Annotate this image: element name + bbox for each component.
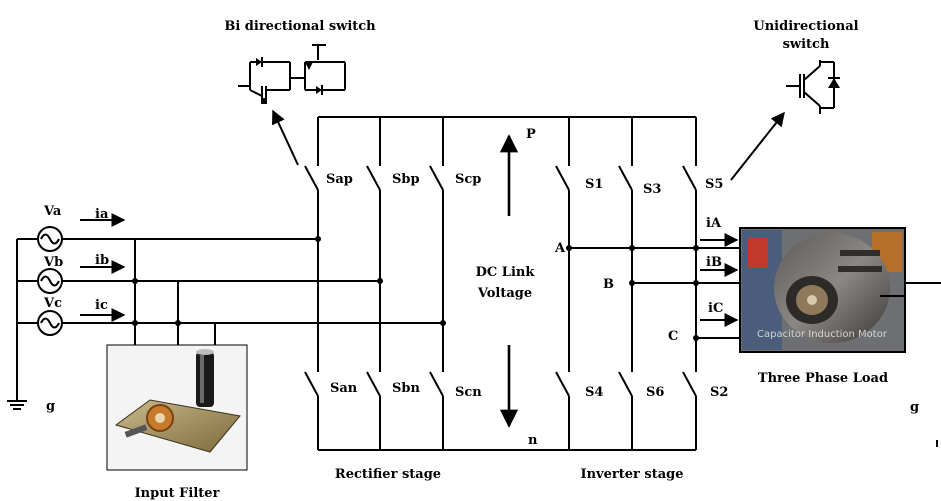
switch-label-s2: S2 (710, 385, 728, 400)
node-label-b: B (603, 277, 614, 292)
node-label-a: A (554, 241, 566, 256)
input-filter-label: Input Filter (135, 486, 220, 501)
switch-label-s6: S6 (646, 385, 664, 400)
bidirectional-switch-icon (238, 44, 346, 104)
current-label-ia: ia (95, 207, 109, 222)
ground-label-left: g (46, 399, 55, 414)
current-label-ib: ib (95, 253, 109, 268)
switch-label-sbn: Sbn (392, 381, 420, 396)
bidirectional-switch-title: Bi directional switch (224, 19, 376, 34)
rectifier-leg (304, 117, 319, 450)
three-phase-load-label: Three Phase Load (758, 371, 888, 386)
inverter-stage-label: Inverter stage (581, 467, 684, 482)
dc-link-label-line1: DC Link (476, 265, 536, 280)
current-label-ib-out: iB (706, 255, 722, 270)
current-label-ic: ic (95, 298, 108, 313)
ac-source-icon (37, 268, 63, 294)
unidirectional-switch-icon (786, 60, 840, 114)
source-label-va: Va (43, 204, 62, 219)
current-label-ic-out: iC (708, 301, 723, 316)
rectifier-stage-label: Rectifier stage (335, 467, 441, 482)
ground-label-right: g (910, 400, 919, 415)
inverter-leg (555, 117, 570, 450)
motor-photo-caption: Capacitor Induction Motor (757, 329, 888, 340)
input-source-network (7, 213, 446, 410)
switch-label-s3: S3 (643, 182, 661, 197)
input-filter-image (106, 344, 248, 471)
switch-label-sap: Sap (326, 172, 353, 187)
switch-label-scn: Scn (455, 385, 482, 400)
rectifier-leg (429, 117, 444, 450)
switch-label-s4: S4 (585, 385, 603, 400)
source-label-vc: Vc (43, 296, 62, 311)
dc-link-label-line2: Voltage (477, 286, 532, 301)
switch-label-s1: S1 (585, 177, 603, 192)
ac-source-icon (37, 226, 63, 252)
rail-label-positive: P (526, 127, 536, 142)
unidirectional-switch-title-line1: Unidirectional (753, 19, 858, 34)
unidirectional-switch-title-line2: switch (783, 37, 830, 52)
node-label-c: C (668, 329, 678, 344)
source-label-vb: Vb (43, 255, 63, 270)
switch-label-san: San (330, 381, 358, 396)
switch-label-sbp: Sbp (392, 172, 420, 187)
ac-source-icon (37, 310, 63, 336)
switch-label-scp: Scp (455, 172, 481, 187)
inverter-stage (555, 117, 740, 450)
motor-load-image: Capacitor Induction Motor (739, 227, 906, 353)
rail-label-negative: n (528, 433, 538, 448)
current-label-ia-out: iA (706, 216, 722, 231)
rectifier-leg (366, 117, 381, 450)
switch-label-s5: S5 (705, 177, 723, 192)
ground-icon (7, 400, 27, 410)
